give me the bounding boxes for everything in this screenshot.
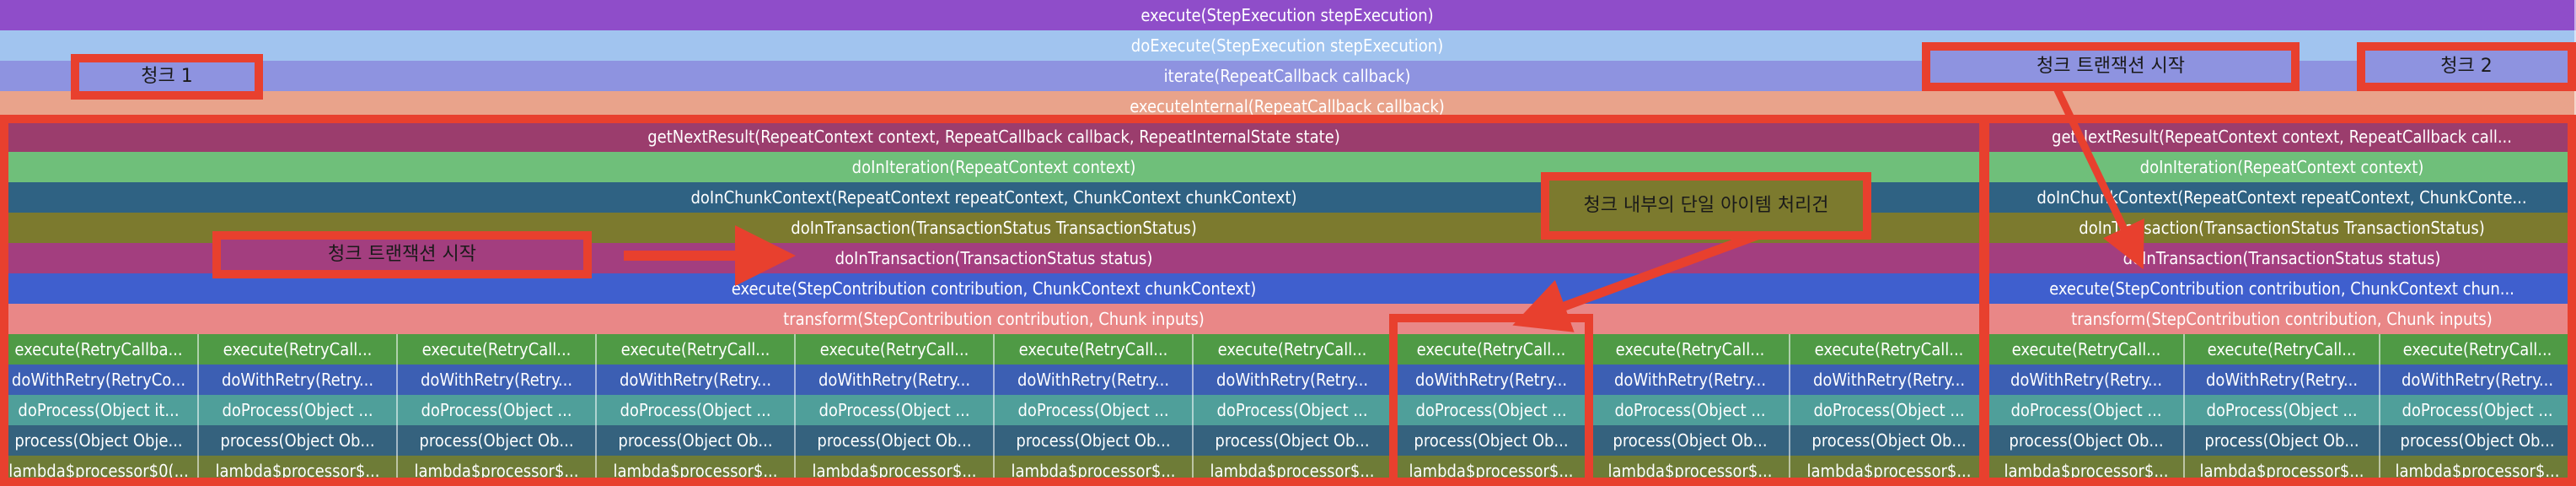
tx-start-label-right: 청크 트랜잭션 시작 [1922, 42, 2300, 91]
leaf-frame-doprocess[interactable]: doProcess(Object ... [2185, 395, 2380, 425]
chunk1-frame-getnextresult[interactable]: getNextResult(RepeatContext context, Rep… [0, 122, 1989, 152]
leaf-frame-dowithretry[interactable]: doWithRetry(Retry... [1194, 364, 1393, 395]
chunk1-label: 청크 1 [71, 54, 263, 100]
leaf-frame-doprocess[interactable]: doProcess(Object ... [199, 395, 398, 425]
leaf-frame-execute[interactable]: execute(RetryCall... [1591, 334, 1790, 364]
leaf-frame-execute[interactable]: execute(RetryCall... [1393, 334, 1591, 364]
leaf-frame-execute[interactable]: execute(RetryCall... [2380, 334, 2576, 364]
leaf-frame-dowithretry[interactable]: doWithRetry(Retry... [199, 364, 398, 395]
leaf-frame-process[interactable]: process(Object Ob... [1989, 425, 2185, 456]
leaf-frame-process[interactable]: process(Object Ob... [398, 425, 597, 456]
frame-execute-step[interactable]: execute(StepExecution stepExecution) [0, 0, 2576, 30]
leaf-frame-doprocess[interactable]: doProcess(Object ... [1790, 395, 1989, 425]
leaf-frame-dowithretry[interactable]: doWithRetry(Retry... [1790, 364, 1989, 395]
tx-start-label-left: 청크 트랜잭션 시작 [212, 231, 592, 278]
leaf-frame-doprocess[interactable]: doProcess(Object ... [1989, 395, 2185, 425]
leaf-frame-doprocess[interactable]: doProcess(Object ... [398, 395, 597, 425]
leaf-frame-dowithretry[interactable]: doWithRetry(Retry... [2185, 364, 2380, 395]
leaf-frame-doprocess[interactable]: doProcess(Object ... [1591, 395, 1790, 425]
leaf-frame-dowithretry[interactable]: doWithRetry(Retry... [398, 364, 597, 395]
single-item-frame-box [1389, 314, 1593, 486]
leaf-frame-execute[interactable]: execute(RetryCall... [995, 334, 1194, 364]
single-item-label: 청크 내부의 단일 아이템 처리건 [1541, 172, 1871, 240]
leaf-frame-process[interactable]: process(Object Ob... [1591, 425, 1790, 456]
leaf-frame-dowithretry[interactable]: doWithRetry(Retry... [796, 364, 995, 395]
leaf-frame-process[interactable]: process(Object Ob... [995, 425, 1194, 456]
leaf-frame-execute[interactable]: execute(RetryCall... [796, 334, 995, 364]
leaf-frame-doprocess[interactable]: doProcess(Object ... [796, 395, 995, 425]
leaf-frame-doprocess[interactable]: doProcess(Object it... [0, 395, 199, 425]
leaf-frame-process[interactable]: process(Object Ob... [199, 425, 398, 456]
leaf-frame-process[interactable]: process(Object Ob... [2185, 425, 2380, 456]
leaf-frame-process[interactable]: process(Object Ob... [2380, 425, 2576, 456]
leaf-frame-doprocess[interactable]: doProcess(Object ... [597, 395, 796, 425]
leaf-frame-process[interactable]: process(Object Ob... [1194, 425, 1393, 456]
chunk2-label: 청크 2 [2357, 42, 2576, 91]
leaf-frame-doprocess[interactable]: doProcess(Object ... [995, 395, 1194, 425]
leaf-frame-dowithretry[interactable]: doWithRetry(RetryCo... [0, 364, 199, 395]
leaf-frame-dowithretry[interactable]: doWithRetry(Retry... [995, 364, 1194, 395]
leaf-frame-dowithretry[interactable]: doWithRetry(Retry... [1989, 364, 2185, 395]
leaf-frame-process[interactable]: process(Object Ob... [597, 425, 796, 456]
leaf-frame-dowithretry[interactable]: doWithRetry(Retry... [1591, 364, 1790, 395]
leaf-frame-doprocess[interactable]: doProcess(Object ... [1194, 395, 1393, 425]
leaf-frame-execute[interactable]: execute(RetryCall... [199, 334, 398, 364]
leaf-frame-execute[interactable]: execute(RetryCallba... [0, 334, 199, 364]
chunk1-frame-box [0, 115, 1988, 486]
leaf-frame-execute[interactable]: execute(RetryCall... [2185, 334, 2380, 364]
leaf-frame-execute[interactable]: execute(RetryCall... [597, 334, 796, 364]
leaf-frame-process[interactable]: process(Object Obje... [0, 425, 199, 456]
leaf-frame-execute[interactable]: execute(RetryCall... [1989, 334, 2185, 364]
leaf-frame-dowithretry[interactable]: doWithRetry(Retry... [597, 364, 796, 395]
chunk2-frame-transform[interactable]: transform(StepContribution contribution,… [1989, 304, 2576, 334]
chunk2-frame-box [1981, 115, 2576, 486]
chunk2-frame-execute2[interactable]: execute(StepContribution contribution, C… [1989, 273, 2576, 304]
leaf-frame-dowithretry[interactable]: doWithRetry(Retry... [1393, 364, 1591, 395]
leaf-frame-dowithretry[interactable]: doWithRetry(Retry... [2380, 364, 2576, 395]
leaf-frame-execute[interactable]: execute(RetryCall... [398, 334, 597, 364]
leaf-frame-process[interactable]: process(Object Ob... [796, 425, 995, 456]
